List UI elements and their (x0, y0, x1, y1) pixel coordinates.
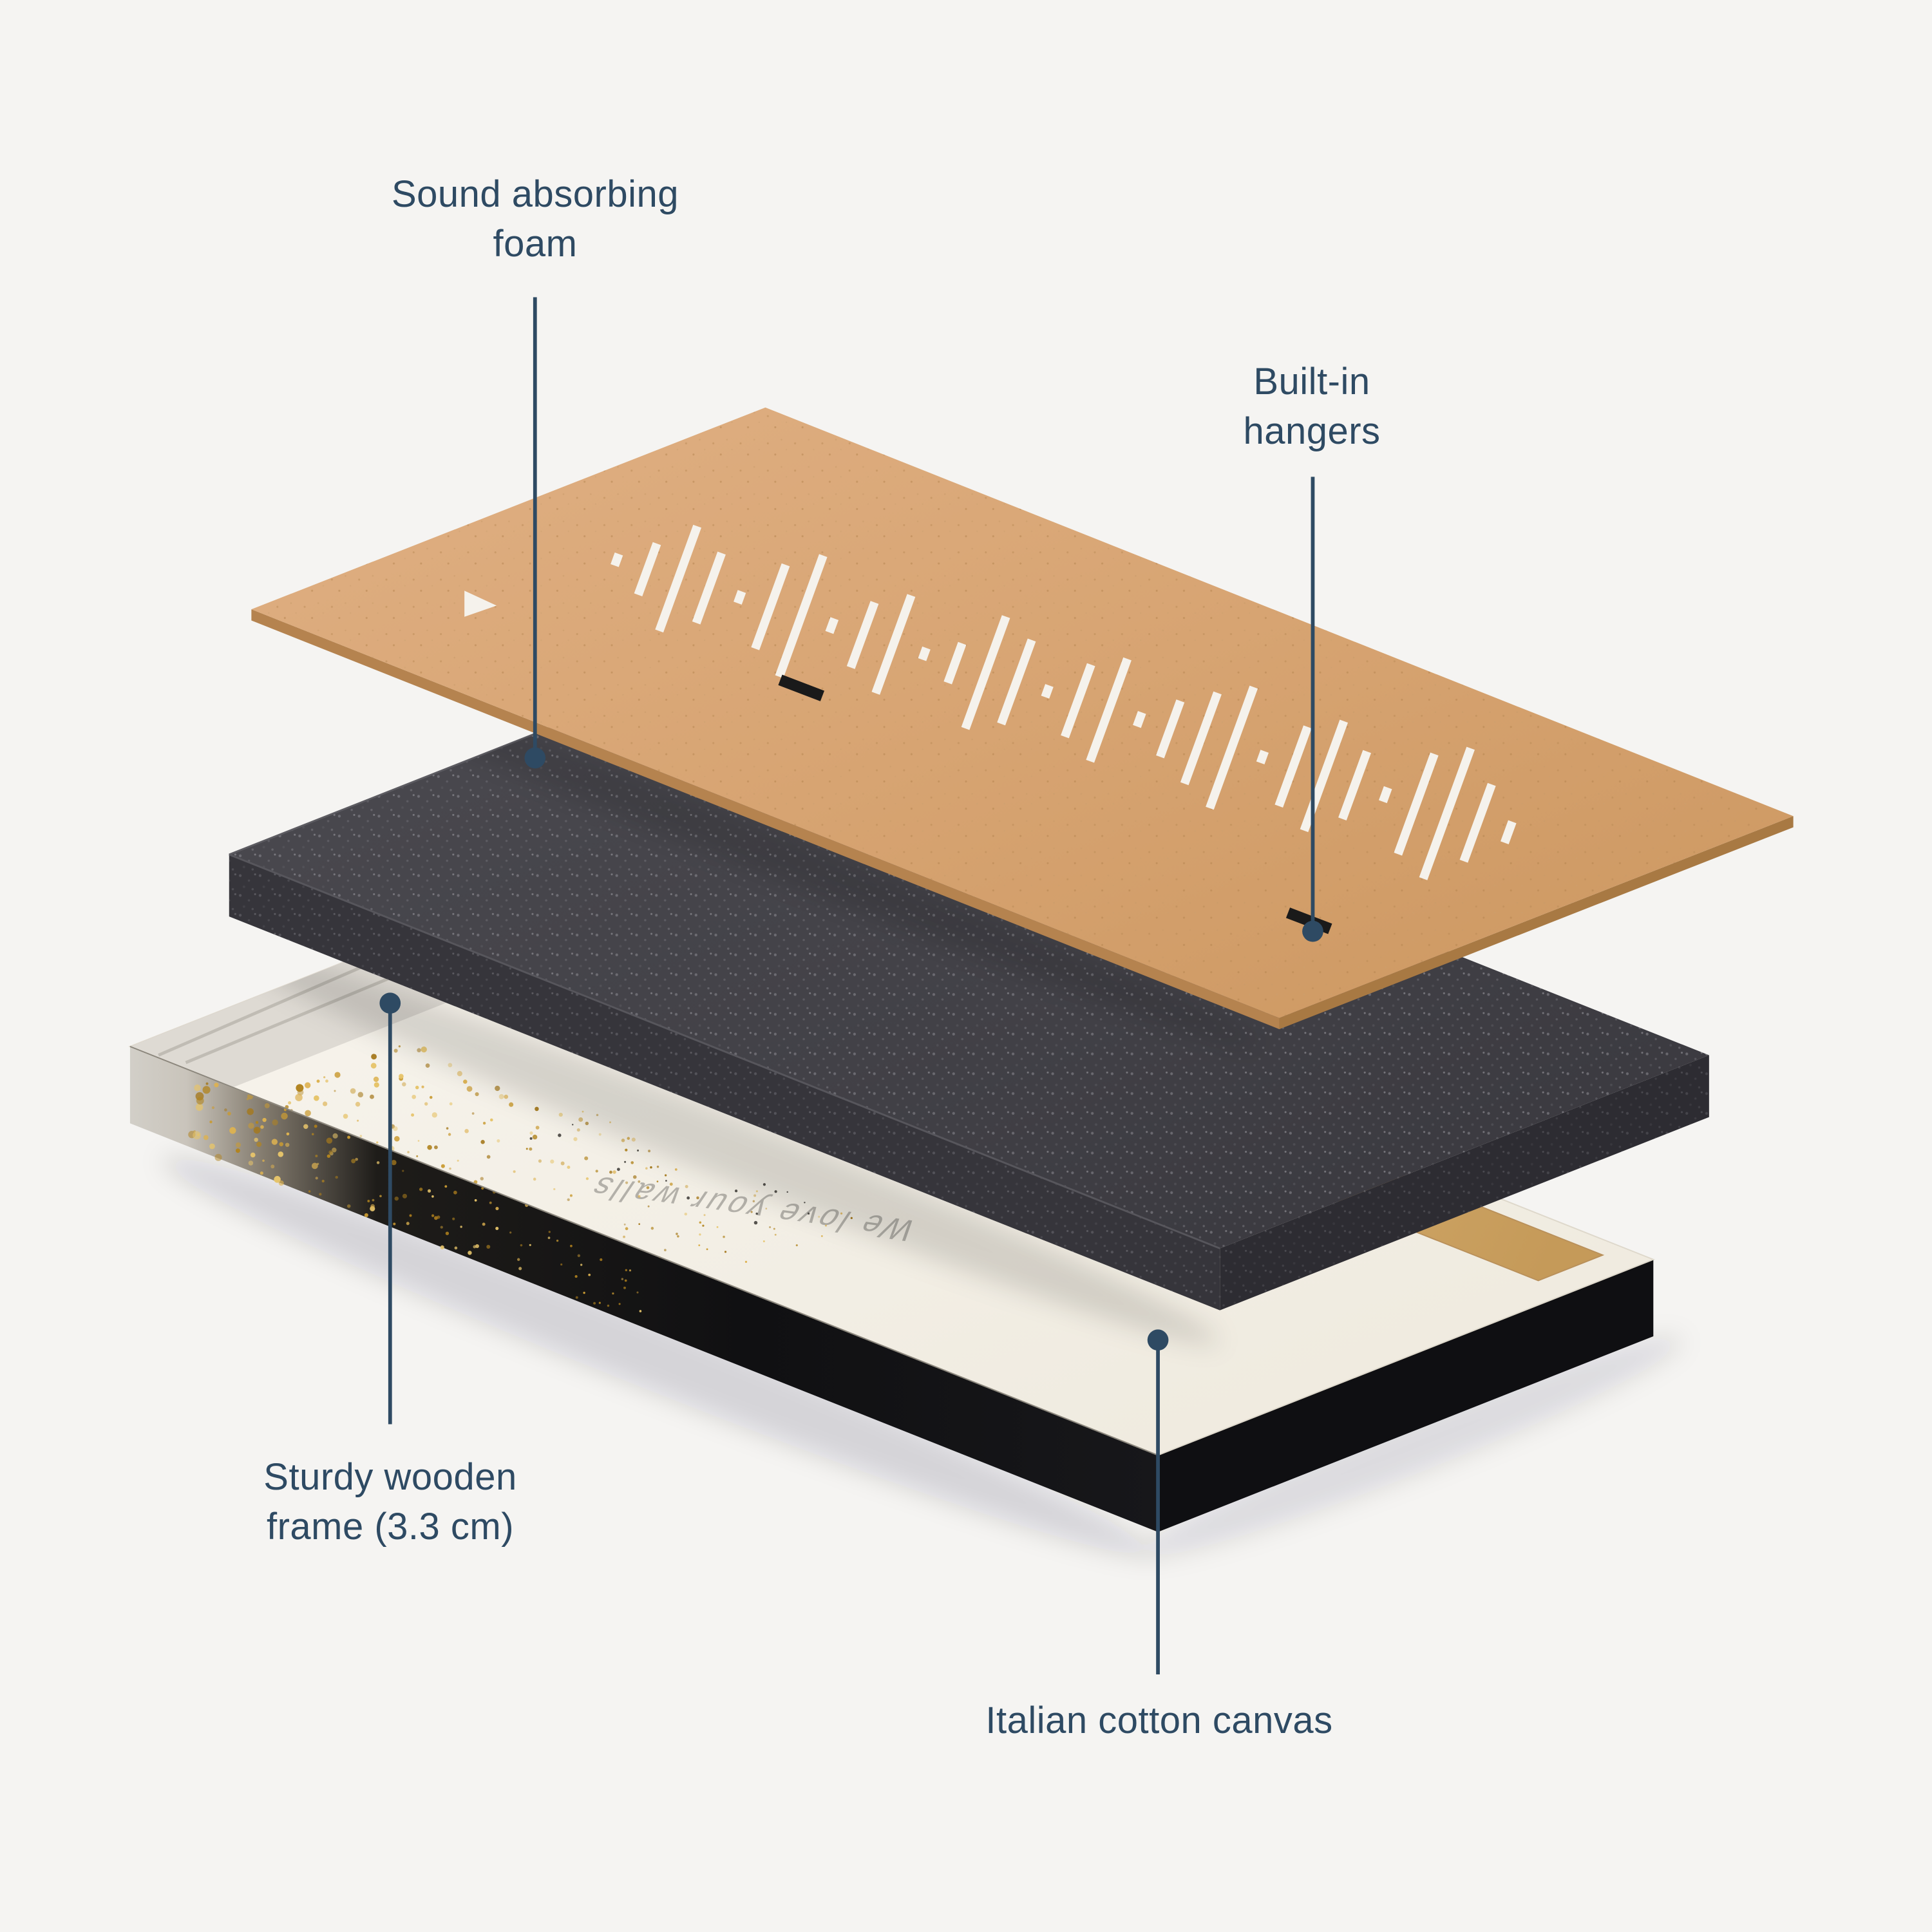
label-sound-absorbing-foam: Sound absorbing foam (392, 170, 679, 269)
callout-dot-canvas (1147, 1329, 1169, 1351)
callout-lines (379, 297, 1323, 1674)
gold-speckle-front (188, 1082, 642, 1312)
foam-shadow (229, 946, 1220, 1345)
soundwave-slots (611, 524, 1517, 880)
label-built-in-hangers: Built-in hangers (1243, 357, 1380, 456)
label-line: hangers (1243, 410, 1381, 452)
label-sturdy-wooden-frame: Sturdy wooden frame (3.3 cm) (263, 1453, 516, 1551)
mdf-front-right-edge (1279, 816, 1794, 1030)
canvas-front-right-side (1158, 1259, 1654, 1532)
label-line: Sound absorbing (391, 173, 679, 215)
corner-cutout (464, 591, 497, 617)
label-line: foam (493, 222, 578, 265)
hanger-slot-right (1285, 907, 1332, 934)
gold-speckle-top (285, 1045, 853, 1264)
label-line: Built-in (1253, 361, 1370, 402)
label-italian-cotton-canvas: Italian cotton canvas (985, 1696, 1332, 1746)
label-line: Sturdy wooden (263, 1455, 517, 1498)
callout-dot-hangers (1302, 920, 1323, 942)
panel-shadow (270, 661, 1260, 1047)
foam-layer (229, 660, 1709, 1311)
label-line: Italian cotton canvas (985, 1700, 1333, 1741)
mdf-soundwave-panel-layer (251, 407, 1794, 1030)
ground-shadow (161, 1156, 1683, 1557)
hanger-slot-left (778, 674, 825, 701)
label-line: frame (3.3 cm) (266, 1505, 515, 1548)
callout-dot-frame (379, 992, 401, 1014)
canvas-front-edge (129, 1046, 1159, 1456)
mdf-front-left-edge (251, 609, 1280, 1030)
canvas-front-left-side (129, 1046, 1159, 1532)
callout-dot-foam (524, 747, 546, 769)
